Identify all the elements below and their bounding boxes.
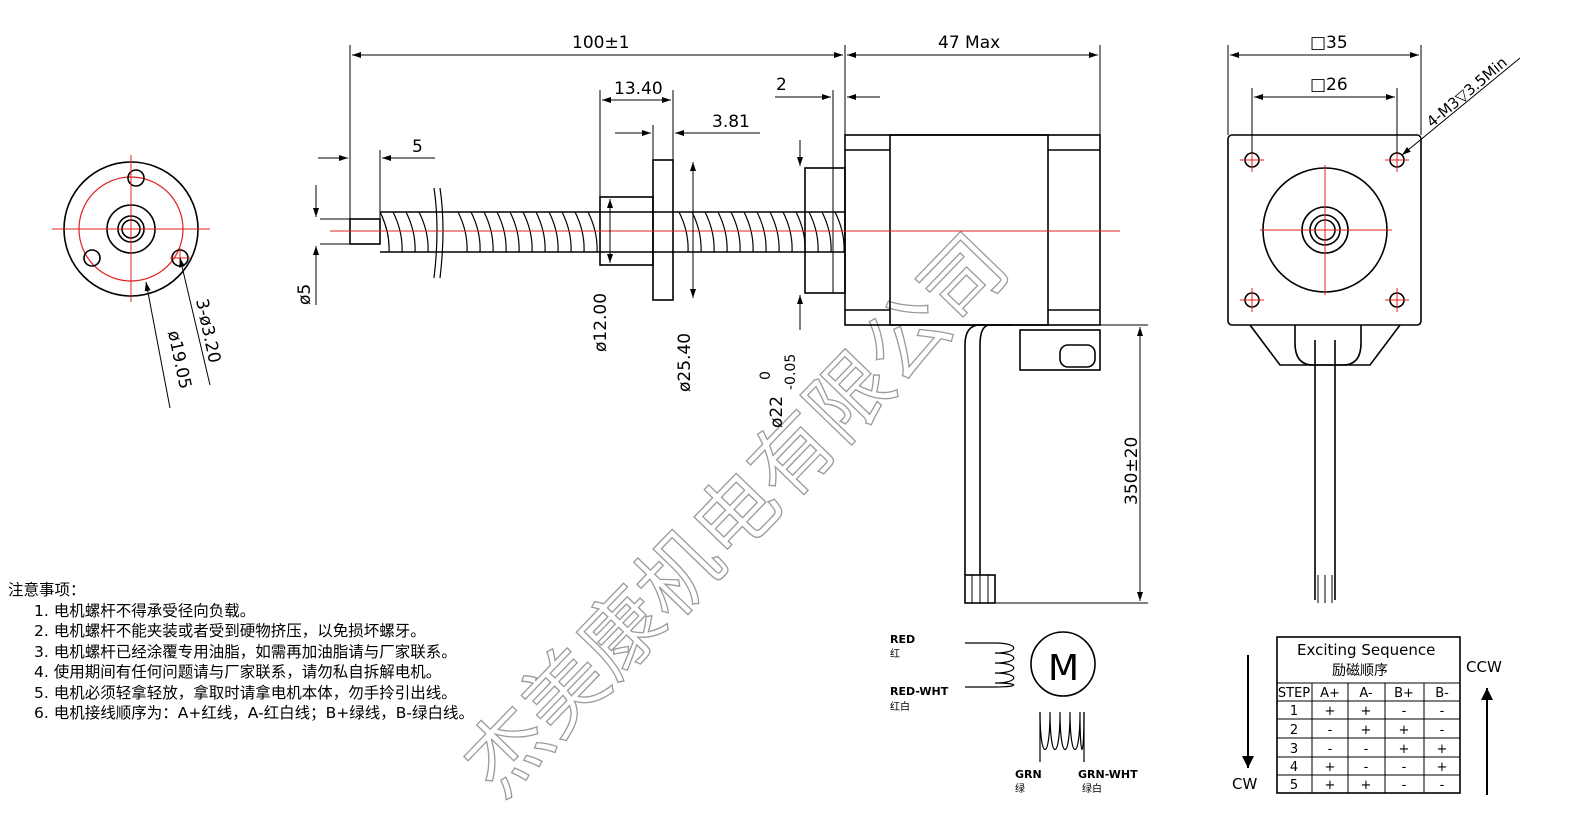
sequence-cell: + (1361, 778, 1372, 793)
motor-front-centerlines (1240, 148, 1409, 312)
boss-tol-upper: 0 (758, 371, 774, 380)
sequence-cell: + (1399, 742, 1410, 757)
screw-thread (379, 211, 845, 253)
sequence-title: Exciting Sequence (1297, 641, 1435, 659)
sequence-cell: - (1440, 723, 1445, 738)
lead-length-label: 350±20 (1122, 437, 1142, 505)
motor-front-dims (1227, 45, 1521, 156)
screw-end-label: 5 (412, 137, 423, 157)
side-view (349, 134, 1101, 604)
wire-grn-label: GRN (1015, 768, 1042, 781)
flange-dia-label: ø25.40 (675, 333, 695, 392)
sequence-header-cell: STEP (1278, 686, 1310, 701)
wire-red-wht-label: RED-WHT (890, 685, 949, 698)
sequence-cell: + (1399, 723, 1410, 738)
note-item-1: 1. 电机螺杆不得承受径向负载。 (34, 601, 256, 620)
sequence-cell: - (1440, 704, 1445, 719)
boss-height-label: 2 (776, 75, 787, 95)
sequence-cell: + (1437, 742, 1448, 757)
flange-pcd-label: ø19.05 (163, 329, 195, 391)
watermark: 杰美康机电有限公司 (445, 216, 1027, 814)
wire-red-wht-cn: 红白 (890, 700, 910, 713)
screw-dia-label: ø5 (295, 284, 315, 305)
sequence-cell: - (1402, 704, 1407, 719)
note-item-4: 4. 使用期间有任何问题请与厂家联系，请勿私自拆解电机。 (34, 663, 442, 681)
sequence-cell: 2 (1290, 723, 1298, 738)
sequence-cell: + (1361, 723, 1372, 738)
sequence-cell: 3 (1290, 742, 1298, 757)
sequence-header-cell: B+ (1394, 686, 1414, 701)
sequence-cell: + (1437, 760, 1448, 775)
sequence-cell: + (1325, 760, 1336, 775)
sequence-header-cell: A+ (1320, 686, 1340, 701)
nut-length-label: 13.40 (614, 79, 663, 99)
sequence-subtitle: 励磁顺序 (1332, 663, 1388, 679)
sequence-cell: 5 (1290, 778, 1298, 793)
mount-holes-label: 4-M3▽3.5Min (1423, 53, 1511, 131)
flange-holes-label: 3-ø3.20 (191, 297, 224, 365)
flange-end-view (52, 155, 211, 409)
sequence-cell: + (1325, 704, 1336, 719)
wiring-diagram (965, 631, 1096, 762)
sequence-cell: - (1402, 778, 1407, 793)
sequence-cell: + (1361, 704, 1372, 719)
sequence-cell: - (1328, 742, 1333, 757)
sequence-cell: - (1402, 760, 1407, 775)
wire-red-cn: 红 (890, 647, 900, 660)
sequence-cell: - (1364, 742, 1369, 757)
sequence-header-cell: A- (1359, 686, 1373, 701)
sequence-header-cell: B- (1435, 686, 1449, 701)
motor-length-label: 47 Max (938, 33, 1000, 53)
watermark-text: 杰美康机电有限公司 (446, 217, 1027, 814)
sequence-cells: STEP A+ A- B+ B- 1 + + - - 2 - + + - 3 - - + +4 + - - +5 + + - - (1278, 686, 1449, 793)
wire-red-label: RED (890, 633, 915, 646)
hole-spacing-label: □26 (1310, 75, 1348, 95)
wire-grn-wht-label: GRN-WHT (1078, 768, 1138, 781)
sequence-table (1242, 636, 1493, 795)
note-item-6: 6. 电机接线顺序为：A+红线，A-红白线；B+绿线，B-绿白线。 (34, 704, 475, 722)
wire-grn-wht-cn: 绿白 (1082, 782, 1102, 795)
overall-length-label: 100±1 (572, 33, 630, 53)
wire-grn-cn: 绿 (1015, 782, 1025, 795)
notes-title: 注意事项： (8, 581, 86, 599)
sequence-cell: - (1328, 723, 1333, 738)
note-item-2: 2. 电机螺杆不能夹装或者受到硬物挤压，以免损坏螺牙。 (34, 622, 426, 640)
sequence-cell: - (1364, 760, 1369, 775)
sequence-cell: 1 (1290, 704, 1298, 719)
frame-size-label: □35 (1310, 33, 1348, 53)
sequence-cell: + (1325, 778, 1336, 793)
motor-symbol: M (1048, 648, 1079, 689)
cw-label: CW (1232, 775, 1257, 793)
note-item-5: 5. 电机必须轻拿轻放，拿取时请拿电机本体，勿手拎引出线。 (34, 683, 457, 702)
notes-block: 注意事项： 1. 电机螺杆不得承受径向负载。 2. 电机螺杆不能夹装或者受到硬物… (8, 580, 474, 724)
nut-dia-label: ø12.00 (591, 293, 611, 352)
boss-dia-label: ø22 (767, 396, 787, 428)
sequence-cell: - (1440, 778, 1445, 793)
note-item-3: 3. 电机螺杆已经涂覆专用油脂，如需再加油脂请与厂家联系。 (34, 642, 457, 661)
flange-thickness-label: 3.81 (712, 112, 750, 132)
ccw-label: CCW (1466, 658, 1502, 676)
side-dims (313, 45, 1148, 604)
boss-tol-lower: -0.05 (783, 354, 799, 390)
sequence-cell: 4 (1290, 760, 1298, 775)
